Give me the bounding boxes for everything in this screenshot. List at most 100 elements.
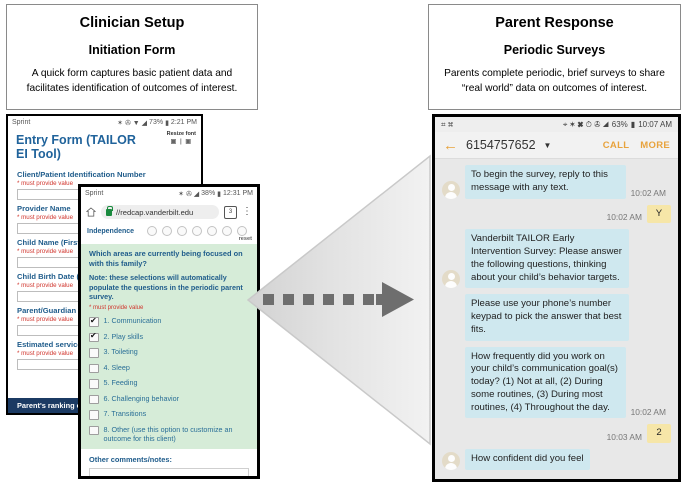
triangle-shape [246, 154, 431, 446]
option-label: 7. Transitions [103, 409, 147, 419]
option-label: 3. Toileting [103, 347, 138, 357]
checkbox-icon[interactable] [89, 363, 99, 374]
battery-level: 38% [201, 190, 216, 197]
status-left-icons: ⌗ ⌘ [441, 119, 454, 129]
reset-link[interactable]: reset [238, 236, 252, 242]
status-right-icons: ⌖ ✶ ✖ ⏱ ✇ ◢ [562, 119, 609, 129]
message-row-incoming: Please use your phone’s number keypad to… [442, 294, 671, 341]
caption-left-body: A quick form captures basic patient data… [26, 68, 238, 94]
home-icon[interactable] [86, 207, 96, 217]
sms-conversation-header: ← 6154757652 ▼ CALL MORE [435, 132, 678, 159]
option-row[interactable]: 8. Other (use this option to customize a… [89, 425, 249, 443]
message-thread[interactable]: To begin the survey, reply to this messa… [435, 159, 678, 479]
chevron-down-icon[interactable]: ▼ [543, 140, 552, 150]
message-row-outgoing: 10:02 AM Y [442, 204, 671, 224]
radio-option[interactable] [207, 226, 217, 236]
field-label: Child Name (First and [17, 237, 96, 247]
option-row[interactable]: 4. Sleep [89, 363, 249, 374]
option-row[interactable]: 2. Play skills [89, 331, 249, 343]
message-bubble: How frequently did you work on your chil… [465, 346, 626, 419]
checkbox-icon[interactable] [89, 379, 99, 389]
question-text: Which areas are currently being focused … [89, 249, 243, 268]
back-arrow-icon[interactable]: ← [443, 136, 458, 154]
message-row-outgoing: 10:03 AM 2 [442, 424, 671, 443]
clock-label: 2:21 PM [170, 119, 197, 126]
radio-option[interactable] [162, 226, 172, 236]
comments-label: Other comments/notes: [89, 455, 172, 465]
radio-option[interactable] [237, 226, 247, 236]
message-bubble: Vanderbilt TAILOR Early Intervention Sur… [465, 229, 629, 289]
message-row-incoming: Vanderbilt TAILOR Early Intervention Sur… [442, 229, 671, 289]
option-label: 5. Feeding [103, 378, 138, 388]
resize-font-control[interactable]: Resize font ▣ | ▣ [167, 131, 196, 145]
message-timestamp: 10:02 AM [630, 407, 666, 418]
transition-arrow [246, 154, 431, 446]
field-required-note: * must provide value [17, 248, 74, 256]
battery-level: 63% [611, 120, 628, 129]
checkbox-icon[interactable] [89, 394, 99, 405]
field-label: Provider Name [17, 203, 71, 213]
independence-label: Independence [87, 227, 135, 235]
conversation-number[interactable]: 6154757652 [466, 138, 536, 152]
option-row[interactable]: 3. Toileting [89, 347, 249, 358]
option-label: 6. Challenging behavior [103, 393, 180, 403]
focus-areas-question-block: Which areas are currently being focused … [81, 244, 257, 450]
field-required-note: * must provide value [17, 179, 74, 187]
checkbox-icon[interactable] [89, 316, 99, 327]
dashed-arrow-icon [263, 282, 414, 317]
comments-textarea[interactable] [89, 468, 249, 476]
radio-option[interactable] [177, 226, 187, 236]
url-text: //redcap.vanderbilt.edu [116, 207, 194, 217]
caption-right-subtitle: Periodic Surveys [503, 42, 606, 57]
other-comments-section: Other comments/notes: Expand [81, 449, 257, 476]
message-bubble: Y [647, 204, 671, 224]
field-label: Child Birth Date (YYY [17, 272, 95, 282]
caption-left-title: Clinician Setup [79, 15, 185, 31]
option-label: 4. Sleep [103, 362, 130, 372]
entry-form-status-bar: Sprint ✶ ✇ ▼ ◢ 73% ▮ 2:21 PM [8, 116, 201, 129]
option-row[interactable]: 6. Challenging behavior [89, 394, 249, 405]
message-timestamp: 10:03 AM [606, 432, 642, 442]
option-row[interactable]: 7. Transitions [89, 409, 249, 420]
battery-icon: ▮ [630, 120, 636, 129]
option-label: 1. Communication [103, 316, 162, 326]
radio-option[interactable] [222, 226, 232, 236]
phone-screenshot-redcap-survey: Sprint ✶ ✇ ◢ 38% ▮ 12:31 PM //redcap.van… [78, 184, 260, 479]
message-bubble: Please use your phone’s number keypad to… [465, 294, 629, 341]
phone-screenshot-sms-thread: ⌗ ⌘ ⌖ ✶ ✖ ⏱ ✇ ◢ 63% ▮ 10:07 AM ← 6154757… [432, 114, 681, 482]
checkbox-icon[interactable] [89, 348, 99, 358]
call-button[interactable]: CALL [602, 139, 630, 151]
checkbox-icon[interactable] [89, 425, 99, 436]
status-icons: ✶ ✇ ▼ ◢ [117, 119, 148, 127]
checkbox-icon[interactable] [89, 410, 99, 420]
browser-toolbar: //redcap.vanderbilt.edu 3 ⋮ [81, 200, 257, 223]
field-label: Estimated service co YYYY): [17, 340, 120, 350]
more-button[interactable]: MORE [640, 139, 670, 151]
option-row[interactable]: 1. Communication [89, 316, 249, 327]
radio-option[interactable] [192, 226, 202, 236]
caption-left-subtitle: Initiation Form [88, 42, 176, 57]
resize-font-buttons[interactable]: ▣ | ▣ [170, 139, 192, 145]
field-required-note: * must provide value [17, 316, 74, 324]
battery-icon: ▮ [217, 190, 222, 198]
caption-right-title: Parent Response [495, 15, 614, 31]
sms-status-bar: ⌗ ⌘ ⌖ ✶ ✖ ⏱ ✇ ◢ 63% ▮ 10:07 AM [435, 117, 678, 132]
message-timestamp: 10:02 AM [630, 187, 666, 198]
caption-right-body: Parents complete periodic, brief surveys… [444, 68, 665, 94]
message-row-incoming: How confident did you feel [442, 449, 671, 470]
radio-option[interactable] [147, 226, 157, 236]
address-bar[interactable]: //redcap.vanderbilt.edu [101, 205, 219, 219]
message-bubble: To begin the survey, reply to this messa… [465, 165, 626, 199]
field-required-note: * must provide value [17, 213, 74, 221]
option-row[interactable]: 5. Feeding [89, 378, 249, 389]
overflow-menu-icon[interactable]: ⋮ [242, 206, 252, 217]
independence-radio-group[interactable] [147, 226, 251, 236]
caption-clinician-setup: Clinician Setup Initiation Form A quick … [6, 4, 258, 110]
carrier-label: Sprint [12, 119, 31, 126]
tab-count-icon[interactable]: 3 [224, 205, 237, 219]
status-icons: ✶ ✇ ◢ [178, 190, 200, 198]
avatar [442, 180, 460, 199]
resize-font-label: Resize font [166, 131, 196, 137]
checkbox-icon[interactable] [89, 331, 99, 343]
option-label: 2. Play skills [103, 331, 144, 341]
